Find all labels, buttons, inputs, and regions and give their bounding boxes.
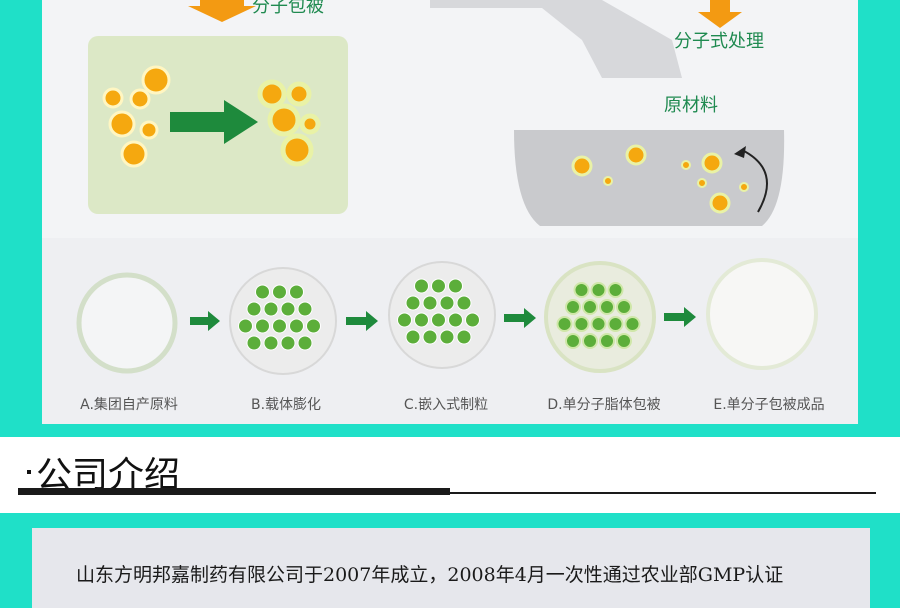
green-bead bbox=[306, 318, 321, 334]
green-bead bbox=[590, 316, 607, 332]
green-bead bbox=[599, 299, 615, 315]
title-underline-thin bbox=[450, 492, 876, 494]
green-bead bbox=[590, 282, 607, 298]
green-bead bbox=[405, 329, 421, 345]
green-bead bbox=[582, 299, 598, 315]
step-e-product bbox=[706, 258, 818, 370]
bullet-dot bbox=[27, 470, 31, 474]
green-bead bbox=[607, 316, 624, 332]
green-bead bbox=[280, 335, 296, 351]
green-bead bbox=[289, 318, 304, 334]
process-diagram: 分子包被 分子式处理 原材料 bbox=[42, 0, 858, 424]
green-bead bbox=[624, 316, 641, 332]
green-bead bbox=[246, 301, 262, 317]
step-c-granule bbox=[388, 261, 496, 369]
green-bead bbox=[556, 316, 573, 332]
green-bead bbox=[422, 295, 438, 311]
green-bead bbox=[456, 329, 472, 345]
company-intro-card bbox=[32, 528, 870, 608]
step-caption-b: B.载体膨化 bbox=[250, 397, 322, 413]
green-bead bbox=[616, 333, 632, 349]
green-bead bbox=[297, 301, 313, 317]
step-arrow-icon bbox=[190, 311, 220, 331]
raw-molecules bbox=[102, 65, 171, 168]
green-bead bbox=[431, 312, 446, 328]
step-arrow-icon bbox=[664, 307, 696, 327]
green-bead bbox=[263, 335, 279, 351]
funnel-shape bbox=[430, 0, 682, 78]
green-bead bbox=[246, 335, 262, 351]
green-bead bbox=[272, 318, 287, 334]
green-bead bbox=[422, 329, 438, 345]
down-arrow-icon bbox=[188, 0, 256, 22]
green-bead bbox=[297, 335, 313, 351]
green-bead bbox=[565, 299, 581, 315]
green-bead bbox=[465, 312, 480, 328]
green-bead bbox=[280, 301, 296, 317]
green-bead bbox=[431, 278, 446, 294]
green-bead bbox=[573, 282, 590, 298]
green-bead bbox=[405, 295, 421, 311]
step-arrow-icon bbox=[504, 308, 536, 328]
green-bead bbox=[263, 301, 279, 317]
green-bead bbox=[414, 278, 429, 294]
green-bead bbox=[397, 312, 412, 328]
green-bead bbox=[272, 284, 287, 300]
green-bead bbox=[238, 318, 253, 334]
title-underline-thick bbox=[18, 488, 450, 495]
step-caption-d: D.单分子脂体包被 bbox=[547, 397, 661, 413]
step-arrow-icon bbox=[346, 311, 378, 331]
green-bead bbox=[565, 333, 581, 349]
green-bead bbox=[255, 318, 270, 334]
bowl-molecules bbox=[571, 144, 749, 214]
label-raw-material: 原材料 bbox=[664, 95, 718, 116]
green-bead bbox=[616, 299, 632, 315]
green-bead bbox=[448, 278, 463, 294]
green-bead bbox=[448, 312, 463, 328]
right-arrow-icon bbox=[170, 100, 258, 144]
green-bead bbox=[414, 312, 429, 328]
green-bead bbox=[607, 282, 624, 298]
mixing-bowl bbox=[514, 130, 785, 226]
green-bead bbox=[573, 316, 590, 332]
green-bead bbox=[255, 284, 270, 300]
green-bead bbox=[599, 333, 615, 349]
green-bead bbox=[456, 295, 472, 311]
green-bead bbox=[439, 295, 455, 311]
step-b-carrier bbox=[229, 267, 337, 375]
company-intro-text: 山东方明邦嘉制药有限公司于2007年成立，2008年4月一次性通过农业部GMP认… bbox=[76, 564, 784, 586]
coated-molecules bbox=[257, 79, 321, 167]
down-arrow-icon bbox=[698, 0, 742, 28]
section-header-bar bbox=[0, 437, 900, 513]
green-bead bbox=[289, 284, 304, 300]
label-molecular-coating: 分子包被 bbox=[252, 0, 324, 17]
green-bead bbox=[582, 333, 598, 349]
green-bead bbox=[439, 329, 455, 345]
step-caption-e: E.单分子包被成品 bbox=[713, 397, 825, 413]
stir-arrow-icon bbox=[734, 146, 768, 213]
step-d-coated bbox=[544, 261, 656, 373]
label-molecular-process: 分子式处理 bbox=[674, 31, 764, 52]
step-caption-c: C.嵌入式制粒 bbox=[403, 397, 489, 413]
step-a-ring bbox=[76, 272, 178, 374]
step-caption-a: A.集团自产原料 bbox=[80, 397, 178, 413]
process-diagram-panel: 分子包被 分子式处理 原材料 bbox=[42, 0, 858, 424]
